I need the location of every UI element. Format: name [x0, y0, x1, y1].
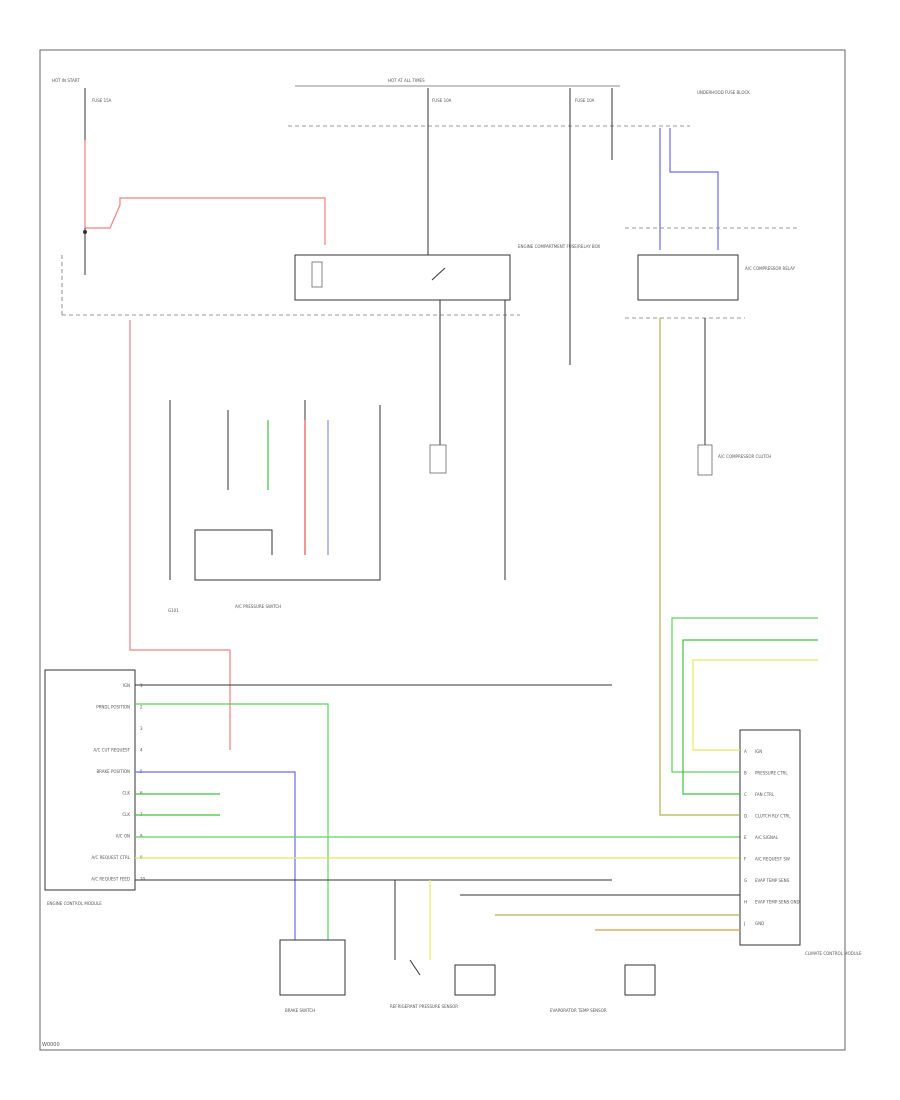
relay-right-label: A/C COMPRESSOR RELAY — [745, 266, 796, 271]
ecm-label: ENGINE CONTROL MODULE — [47, 901, 102, 906]
cm-label: CLIMATE CONTROL MODULE — [805, 951, 862, 956]
ecm-pins-label: A/C REQUEST CTRL — [91, 855, 130, 860]
fuse-left-label: FUSE 15A — [92, 98, 112, 103]
cm-pins-number: A — [744, 749, 747, 754]
ecm-pins-label: BRAKE POSITION — [96, 769, 130, 774]
relay-box — [294, 254, 511, 301]
ecm-pins-label: A/C ON — [116, 834, 130, 839]
cm-box — [739, 729, 801, 946]
cm-pins-label: CLUTCH RLY CTRL — [755, 814, 791, 819]
relay-right — [637, 254, 739, 301]
fuse-mid-label: FUSE 10A — [432, 98, 452, 103]
blue-brake-wire — [135, 771, 296, 940]
cm-pins-label: FAN CTRL — [755, 792, 775, 797]
relay-contact — [431, 267, 446, 281]
refrigerant-label: REFRIGERANT PRESSURE SENSOR — [390, 1004, 458, 1009]
evap-box — [624, 964, 656, 996]
hot-at-all-times-label: HOT AT ALL TIMES — [388, 78, 425, 83]
ecm-pins-number: 4 — [140, 748, 143, 753]
brake-switch-label: BRAKE SWITCH — [285, 1008, 315, 1013]
ecm-pins-label: A/C CUT REQUEST — [94, 748, 131, 753]
ecm-pins-label: A/C REQUEST FEED — [91, 877, 130, 882]
green-right-wire — [671, 617, 818, 773]
hot-in-start-label: HOT IN START — [52, 78, 80, 83]
blue-relay-loop — [659, 128, 719, 250]
relay-box-label: ENGINE COMPARTMENT FUSE/RELAY BOX — [518, 244, 600, 249]
cm-pins-number: H — [744, 900, 747, 905]
ecm-pins-label: CLK — [122, 812, 130, 817]
clutch-symbol — [697, 444, 713, 476]
fuse-block-label: UNDERHOOD FUSE BLOCK — [697, 90, 750, 95]
green2-right-wire — [682, 639, 818, 795]
olive-right-wire — [659, 318, 740, 816]
ecm-pins-number: 6 — [140, 791, 143, 796]
ac-switch-label: A/C PRESSURE SWITCH — [235, 604, 281, 609]
mid-sensor — [429, 444, 447, 474]
cm-pin-list: IGN A PRESSURE CTRL B FAN CTRL C CLUTCH RLY CT… — [743, 749, 800, 926]
red-main-wire — [129, 320, 231, 750]
splice-dot — [83, 230, 87, 234]
brake-switch — [279, 939, 346, 996]
clutch-label: A/C COMPRESSOR CLUTCH — [718, 454, 771, 459]
cm-pins-label: GND — [755, 921, 764, 926]
cm-pins-number: E — [744, 835, 747, 840]
relay-coil — [311, 261, 323, 288]
ground-label: G101 — [168, 608, 179, 613]
cm-pins-label: PRESSURE CTRL — [755, 771, 788, 776]
cm-pins-number: C — [744, 792, 747, 797]
ecm-pins-number: 3 — [140, 726, 143, 731]
cm-pins-label: A/C SIGNAL — [755, 835, 779, 840]
cm-pins-label: EVAP TEMP SENS GND — [755, 900, 800, 905]
ecm-box — [44, 669, 136, 891]
cm-pins-number: J — [743, 921, 745, 926]
ac-unit-box — [454, 964, 496, 996]
ecm-pins-label: CLK — [122, 791, 130, 796]
switch-wires — [169, 400, 381, 581]
diagram-frame — [39, 49, 846, 1051]
ecm-pins-label: IGN — [123, 683, 130, 688]
red-feed-wire — [84, 140, 326, 245]
cm-pins-label: A/C REQUEST SW — [755, 857, 790, 862]
yellow-right-wire — [692, 659, 818, 751]
cm-pins-number: F — [744, 857, 747, 862]
refrig-wire — [394, 880, 421, 976]
fuse-right-label: FUSE 10A — [575, 98, 595, 103]
cm-pins-number: D — [744, 814, 747, 819]
green-prndl-wire — [135, 703, 329, 940]
cm-pins-label: IGN — [755, 749, 762, 754]
ecm-pins-number: 8 — [140, 834, 143, 839]
figure-code: W0000 — [42, 1042, 60, 1048]
ecm-pins-number: 2 — [140, 705, 143, 710]
cm-pins-label: EVAP TEMP SENS — [755, 878, 790, 883]
ecm-pins-label: PRNDL POSITION — [96, 705, 130, 710]
cm-pins-number: G — [744, 878, 747, 883]
ecm-pins-number: 10 — [140, 877, 146, 882]
cm-pins-number: B — [744, 771, 747, 776]
evap-label: EVAPORATOR TEMP SENSOR — [550, 1008, 607, 1013]
